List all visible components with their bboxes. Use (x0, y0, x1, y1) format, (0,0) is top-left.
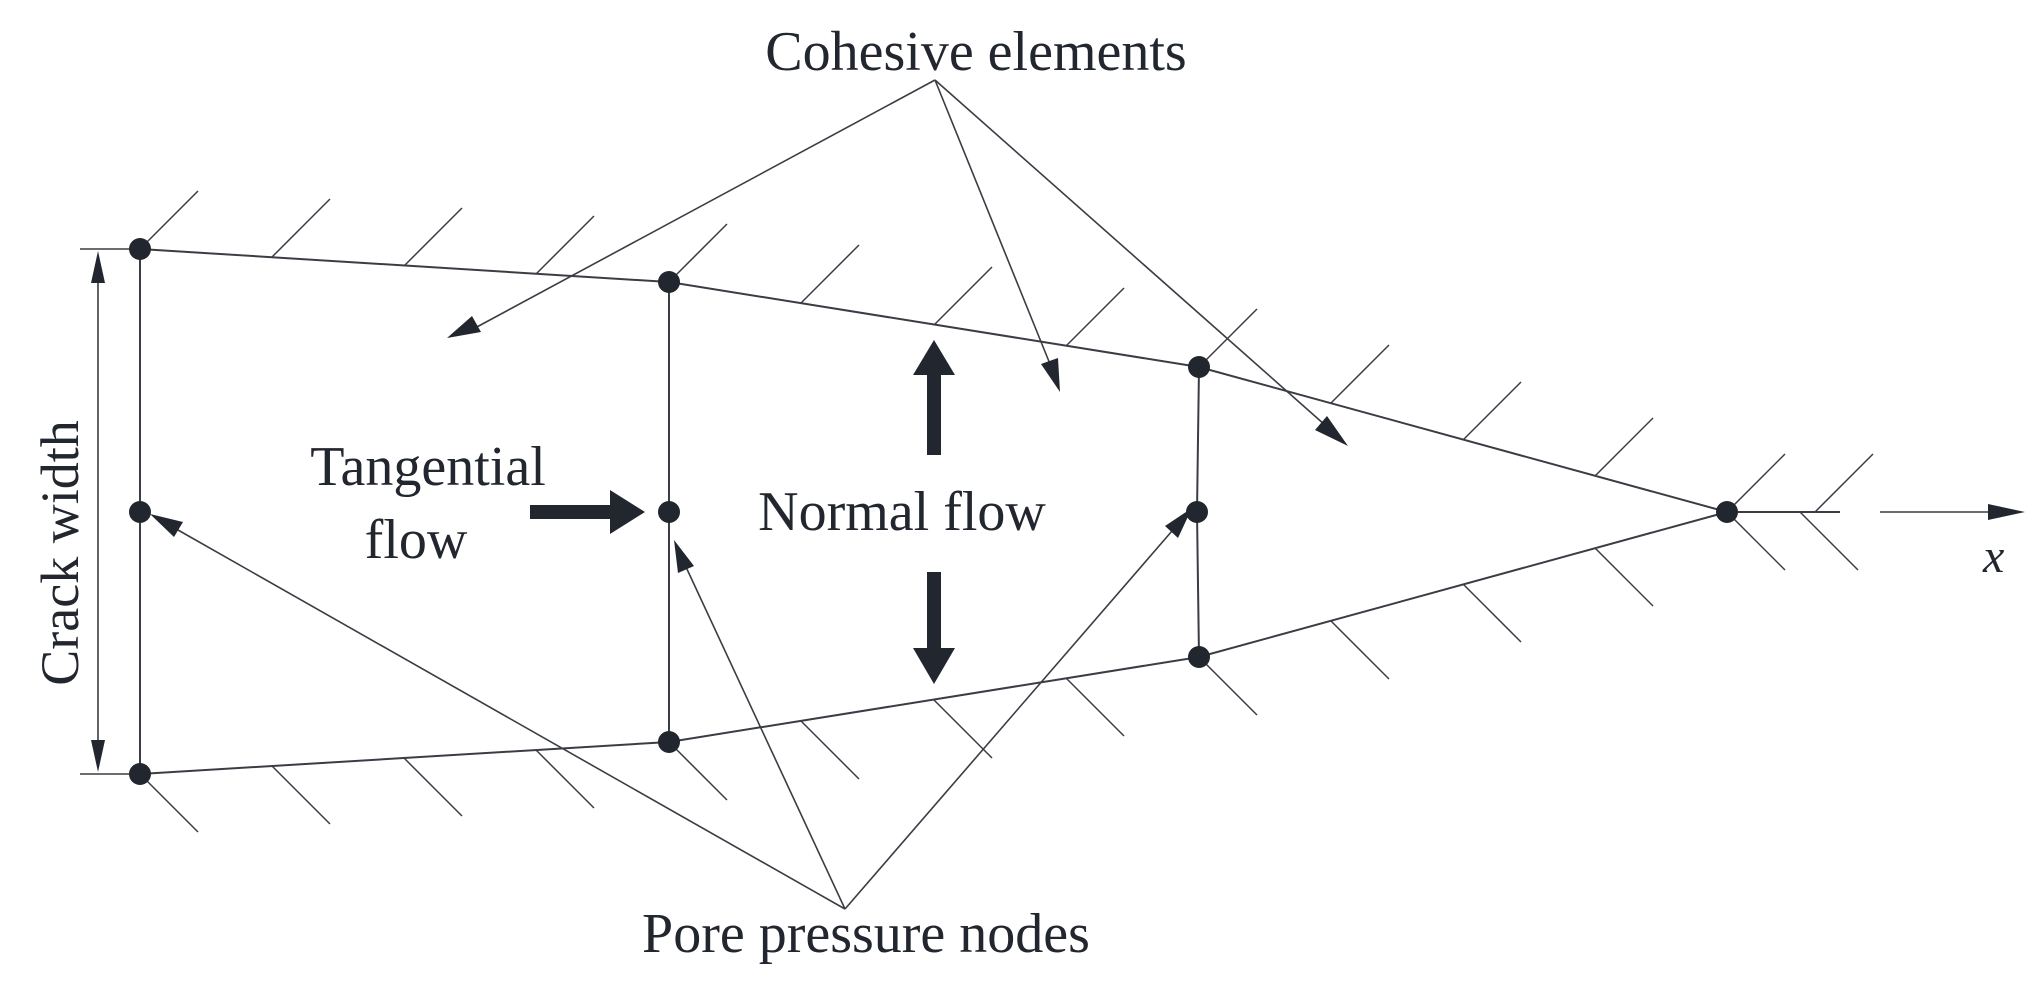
upper-hatching (139, 190, 1874, 513)
node (658, 731, 680, 753)
crack-width-label: Crack width (30, 420, 90, 685)
pore-pressure-nodes-label: Pore pressure nodes (642, 903, 1090, 965)
x-axis: x (1880, 504, 2025, 583)
tangential-flow-label-line2: flow (365, 509, 468, 571)
node (1188, 646, 1210, 668)
node (658, 271, 680, 293)
x-axis-label: x (1982, 530, 2004, 583)
normal-flow-arrow-down (913, 572, 955, 684)
cohesive-elements-label: Cohesive elements (765, 21, 1186, 83)
normal-flow: Normal flow (758, 340, 1046, 684)
crack-width-arrowhead-top (91, 251, 105, 283)
lower-crack-face-2 (668, 656, 1200, 743)
normal-flow-arrow-up (913, 340, 955, 455)
crack-tip-node (1716, 501, 1738, 523)
crack-width-dimension: Crack width (30, 248, 140, 775)
normal-flow-label: Normal flow (758, 481, 1046, 543)
x-axis-arrowhead (1988, 504, 2025, 520)
crack-width-arrowhead-bottom (91, 740, 105, 772)
cohesive-elements-leaders: Cohesive elements (447, 21, 1348, 446)
node (129, 501, 151, 523)
node (1188, 356, 1210, 378)
node (1186, 501, 1208, 523)
element-boundary-3b (1196, 511, 1200, 658)
tangential-flow-label-line1: Tangential (310, 436, 546, 498)
node (129, 763, 151, 785)
node (658, 501, 680, 523)
pore-pressure-node-markers (129, 238, 1738, 785)
node (129, 238, 151, 260)
element-boundary-3 (1196, 366, 1200, 513)
lower-hatching (139, 511, 1859, 833)
pore-pressure-leaders: Pore pressure nodes (150, 508, 1192, 965)
tangential-flow-arrow (530, 490, 645, 534)
tangential-flow: Tangential flow (310, 436, 645, 571)
